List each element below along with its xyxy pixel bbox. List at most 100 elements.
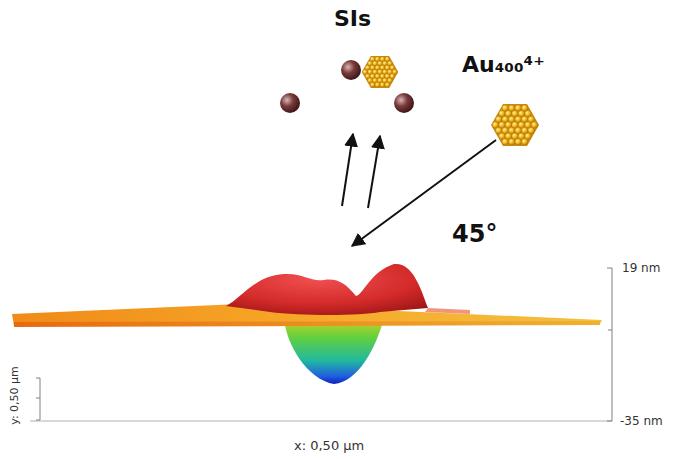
gold-atom <box>373 78 378 83</box>
gold-atom <box>375 57 380 62</box>
gold-atom <box>515 139 522 146</box>
gold-atom <box>368 70 373 75</box>
gold-atom <box>385 74 390 79</box>
gold-atom <box>531 122 538 129</box>
gold-atom <box>387 70 392 75</box>
gold-atom <box>509 105 516 112</box>
gold-atom <box>512 133 519 140</box>
gold-atom <box>525 133 532 140</box>
gold-atom <box>522 105 529 112</box>
gold-atom <box>380 74 385 79</box>
gold-atom <box>370 82 375 87</box>
gold-atom <box>370 65 375 70</box>
gold-atom <box>375 82 380 87</box>
gold-atom <box>522 127 529 134</box>
gold-atom <box>509 116 516 123</box>
z-tick <box>607 268 612 269</box>
gold-atom <box>522 139 529 146</box>
gold-atom <box>378 78 383 83</box>
gold-atom <box>380 57 385 62</box>
gold-atom <box>380 82 385 87</box>
gold-atom <box>499 122 506 129</box>
secondary-ion <box>394 93 414 113</box>
crater-rim <box>226 264 428 315</box>
gold-atom <box>387 78 392 83</box>
gold-atom <box>375 74 380 79</box>
z-tick <box>608 330 612 331</box>
gold-atom <box>382 70 387 75</box>
au-cluster <box>491 104 539 146</box>
z-axis <box>612 268 613 421</box>
gold-atom <box>368 61 373 66</box>
z-min-label: -35 nm <box>620 414 663 428</box>
gold-atom <box>496 127 503 134</box>
secondary-ion <box>341 60 361 80</box>
gold-atom <box>502 127 509 134</box>
gold-atom <box>518 133 525 140</box>
gold-atom <box>496 116 503 123</box>
gold-atom <box>528 116 535 123</box>
gold-atom <box>370 74 375 79</box>
gold-atom <box>515 116 522 123</box>
gold-atom <box>502 105 509 112</box>
x-axis <box>30 421 612 422</box>
emission-arrow <box>342 134 353 206</box>
y-scale-bracket <box>36 378 40 420</box>
gold-atom <box>365 65 370 70</box>
crater <box>284 318 384 384</box>
y-scale-label: y: 0,50 µm <box>8 366 21 425</box>
gold-atom <box>392 70 397 75</box>
gold-atom <box>378 70 383 75</box>
cluster-hull <box>491 104 539 146</box>
gold-atom <box>528 127 535 134</box>
gold-atom <box>390 74 395 79</box>
gold-atom <box>385 65 390 70</box>
gold-atom <box>382 61 387 66</box>
gold-atom <box>387 61 392 66</box>
ion-label: SIs <box>334 6 371 31</box>
gold-atom <box>373 61 378 66</box>
gold-atom <box>385 82 390 87</box>
x-scale-label: x: 0,50 µm <box>294 438 364 453</box>
gold-atom <box>505 133 512 140</box>
surface-edge <box>14 321 600 327</box>
gold-atom <box>518 122 525 129</box>
gold-atom <box>370 57 375 62</box>
gold-atom <box>505 111 512 118</box>
gold-atom <box>380 65 385 70</box>
gold-atom <box>509 127 516 134</box>
gold-atom <box>502 139 509 146</box>
z-max-label: 19 nm <box>622 261 660 275</box>
gold-atom <box>512 122 519 129</box>
gold-atom <box>505 122 512 129</box>
gold-atom <box>368 78 373 83</box>
cluster-hull <box>362 56 398 88</box>
gold-atom <box>378 61 383 66</box>
gold-atom <box>492 122 499 129</box>
gold-atom <box>509 139 516 146</box>
projectile-label: Au₄₀₀⁴⁺ <box>462 52 545 77</box>
gold-atom <box>502 116 509 123</box>
gold-atom <box>522 116 529 123</box>
gold-atom <box>382 78 387 83</box>
gold-atom <box>363 70 368 75</box>
gold-atom <box>373 70 378 75</box>
rim-shadow <box>425 308 470 314</box>
gold-atom <box>512 111 519 118</box>
secondary-cluster <box>362 56 398 88</box>
gold-atom <box>525 122 532 129</box>
secondary-ion <box>280 93 300 113</box>
gold-atom <box>518 111 525 118</box>
gold-atom <box>390 65 395 70</box>
gold-atom <box>375 65 380 70</box>
gold-atom <box>515 105 522 112</box>
emission-arrow <box>368 136 380 208</box>
gold-atom <box>515 127 522 134</box>
gold-atom <box>499 111 506 118</box>
angle-label: 45° <box>452 220 497 248</box>
gold-atom <box>365 74 370 79</box>
gold-atom <box>525 111 532 118</box>
